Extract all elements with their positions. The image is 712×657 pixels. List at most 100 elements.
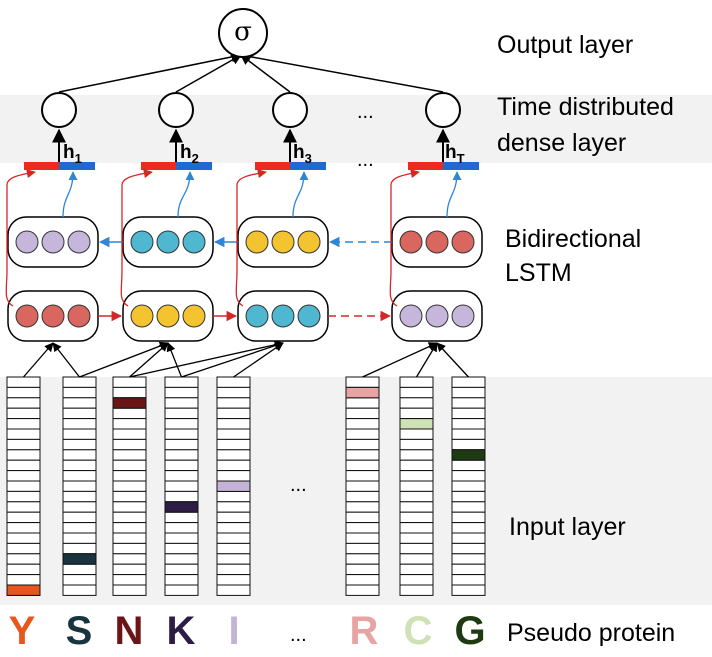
input-matrix-cell	[345, 376, 380, 388]
input-matrix-cell	[112, 449, 147, 461]
dense-to-output-arrow	[175, 54, 242, 93]
input-matrix-cell	[451, 522, 486, 534]
input-matrix-cell	[112, 470, 147, 482]
input-matrix-cell	[345, 480, 380, 492]
input-matrix-cell	[451, 542, 486, 555]
input-matrix-cell	[345, 449, 380, 461]
forward-hidden-half	[255, 162, 290, 170]
input-matrix-cell	[164, 470, 199, 482]
input-matrix-cell	[399, 532, 434, 544]
one-hot-active-cell	[6, 584, 41, 596]
input-matrix-cell	[6, 449, 41, 461]
input-matrix-cell	[216, 386, 251, 399]
input-matrix-cell	[345, 542, 380, 555]
backward-hidden-half	[290, 162, 326, 170]
input-matrix-cell	[6, 553, 41, 565]
input-matrix-cell	[216, 428, 251, 440]
input-matrix-cell	[345, 511, 380, 524]
one-hot-active-cell	[164, 501, 199, 513]
dense-to-output-arrow	[240, 54, 291, 93]
input-matrix-cell	[399, 553, 434, 565]
ellipsis-dense: ...	[357, 101, 374, 123]
lstm-unit	[41, 304, 65, 328]
forward-hidden-half	[408, 162, 443, 170]
input-to-lstm-arrow	[362, 342, 438, 378]
input-matrix-cell	[6, 480, 41, 492]
input-matrix-cell	[451, 438, 486, 451]
input-matrix-cell	[345, 553, 380, 565]
input-matrix-cell	[216, 459, 251, 472]
input-matrix-cell	[112, 532, 147, 544]
input-matrix-cell	[62, 386, 97, 399]
amino-acid-letter: S	[65, 609, 93, 653]
input-matrix-cell	[112, 522, 147, 534]
input-matrix-cell	[6, 522, 41, 534]
input-matrix-cell	[112, 386, 147, 399]
input-matrix-cell	[216, 522, 251, 534]
hidden-label-h1: h1	[63, 142, 82, 166]
input-matrix-cell	[399, 459, 434, 472]
dense-node	[425, 92, 461, 128]
input-matrix-cell	[216, 511, 251, 524]
input-matrix-cell	[345, 459, 380, 472]
input-matrix-cell	[112, 511, 147, 524]
input-matrix-cell	[164, 428, 199, 440]
input-matrix-cell	[399, 542, 434, 555]
input-matrix-cell	[112, 428, 147, 440]
lstm-unit	[271, 304, 295, 328]
input-to-lstm-arrow	[79, 341, 169, 378]
lstm-unit	[399, 230, 423, 254]
pseudo-protein-label: Pseudo protein	[507, 619, 676, 647]
amino-acid-letter: Y	[8, 609, 36, 653]
input-matrix-cell	[112, 501, 147, 513]
input-matrix-cell	[399, 584, 434, 596]
input-to-lstm-arrow	[233, 342, 284, 378]
backward-to-hidden-arrow	[62, 171, 78, 218]
input-matrix-cell	[62, 501, 97, 513]
input-matrix-cell	[451, 480, 486, 492]
input-matrix-cell	[399, 386, 434, 399]
input-matrix-cell	[451, 511, 486, 524]
input-matrix-cell	[112, 459, 147, 472]
input-matrix-cell	[216, 438, 251, 451]
input-matrix-cell	[62, 563, 97, 576]
input-matrix-cell	[6, 386, 41, 399]
input-matrix-cell	[6, 459, 41, 472]
input-matrix-cell	[112, 490, 147, 503]
amino-acid-letter: G	[454, 609, 486, 653]
input-matrix-cell	[216, 470, 251, 482]
input-matrix-cell	[62, 522, 97, 534]
input-matrix-cell	[6, 563, 41, 576]
input-matrix-cell	[164, 449, 199, 461]
one-hot-active-cell	[112, 397, 147, 409]
input-matrix-cell	[399, 522, 434, 534]
input-matrix-cell	[216, 490, 251, 503]
input-matrix-cell	[451, 584, 486, 596]
input-matrix-cell	[216, 553, 251, 565]
input-matrix-cell	[112, 584, 147, 596]
input-matrix-cell	[62, 511, 97, 524]
lstm-unit	[15, 304, 39, 328]
lstm-unit	[425, 230, 449, 254]
input-matrix-cell	[62, 438, 97, 451]
hidden-label-hT: hT	[445, 142, 465, 166]
one-hot-active-cell	[62, 553, 97, 565]
input-matrix-cell	[62, 532, 97, 544]
forward-to-hidden-arrow	[120, 169, 153, 307]
input-matrix-cell	[345, 522, 380, 534]
amino-acid-letter: N	[114, 609, 144, 653]
lstm-unit	[182, 230, 206, 254]
input-matrix-cell	[164, 490, 199, 503]
lstm-unit	[15, 230, 39, 254]
input-matrix-cell	[62, 449, 97, 461]
input-matrix-cell	[451, 490, 486, 503]
lstm-unit	[67, 230, 91, 254]
input-matrix-cell	[112, 418, 147, 430]
input-matrix-cell	[62, 574, 97, 586]
input-matrix-cell	[164, 459, 199, 472]
input-matrix-cell	[112, 376, 147, 388]
input-matrix-cell	[62, 490, 97, 503]
input-matrix-cell	[399, 407, 434, 420]
hidden-label-h3: h3	[293, 142, 312, 166]
